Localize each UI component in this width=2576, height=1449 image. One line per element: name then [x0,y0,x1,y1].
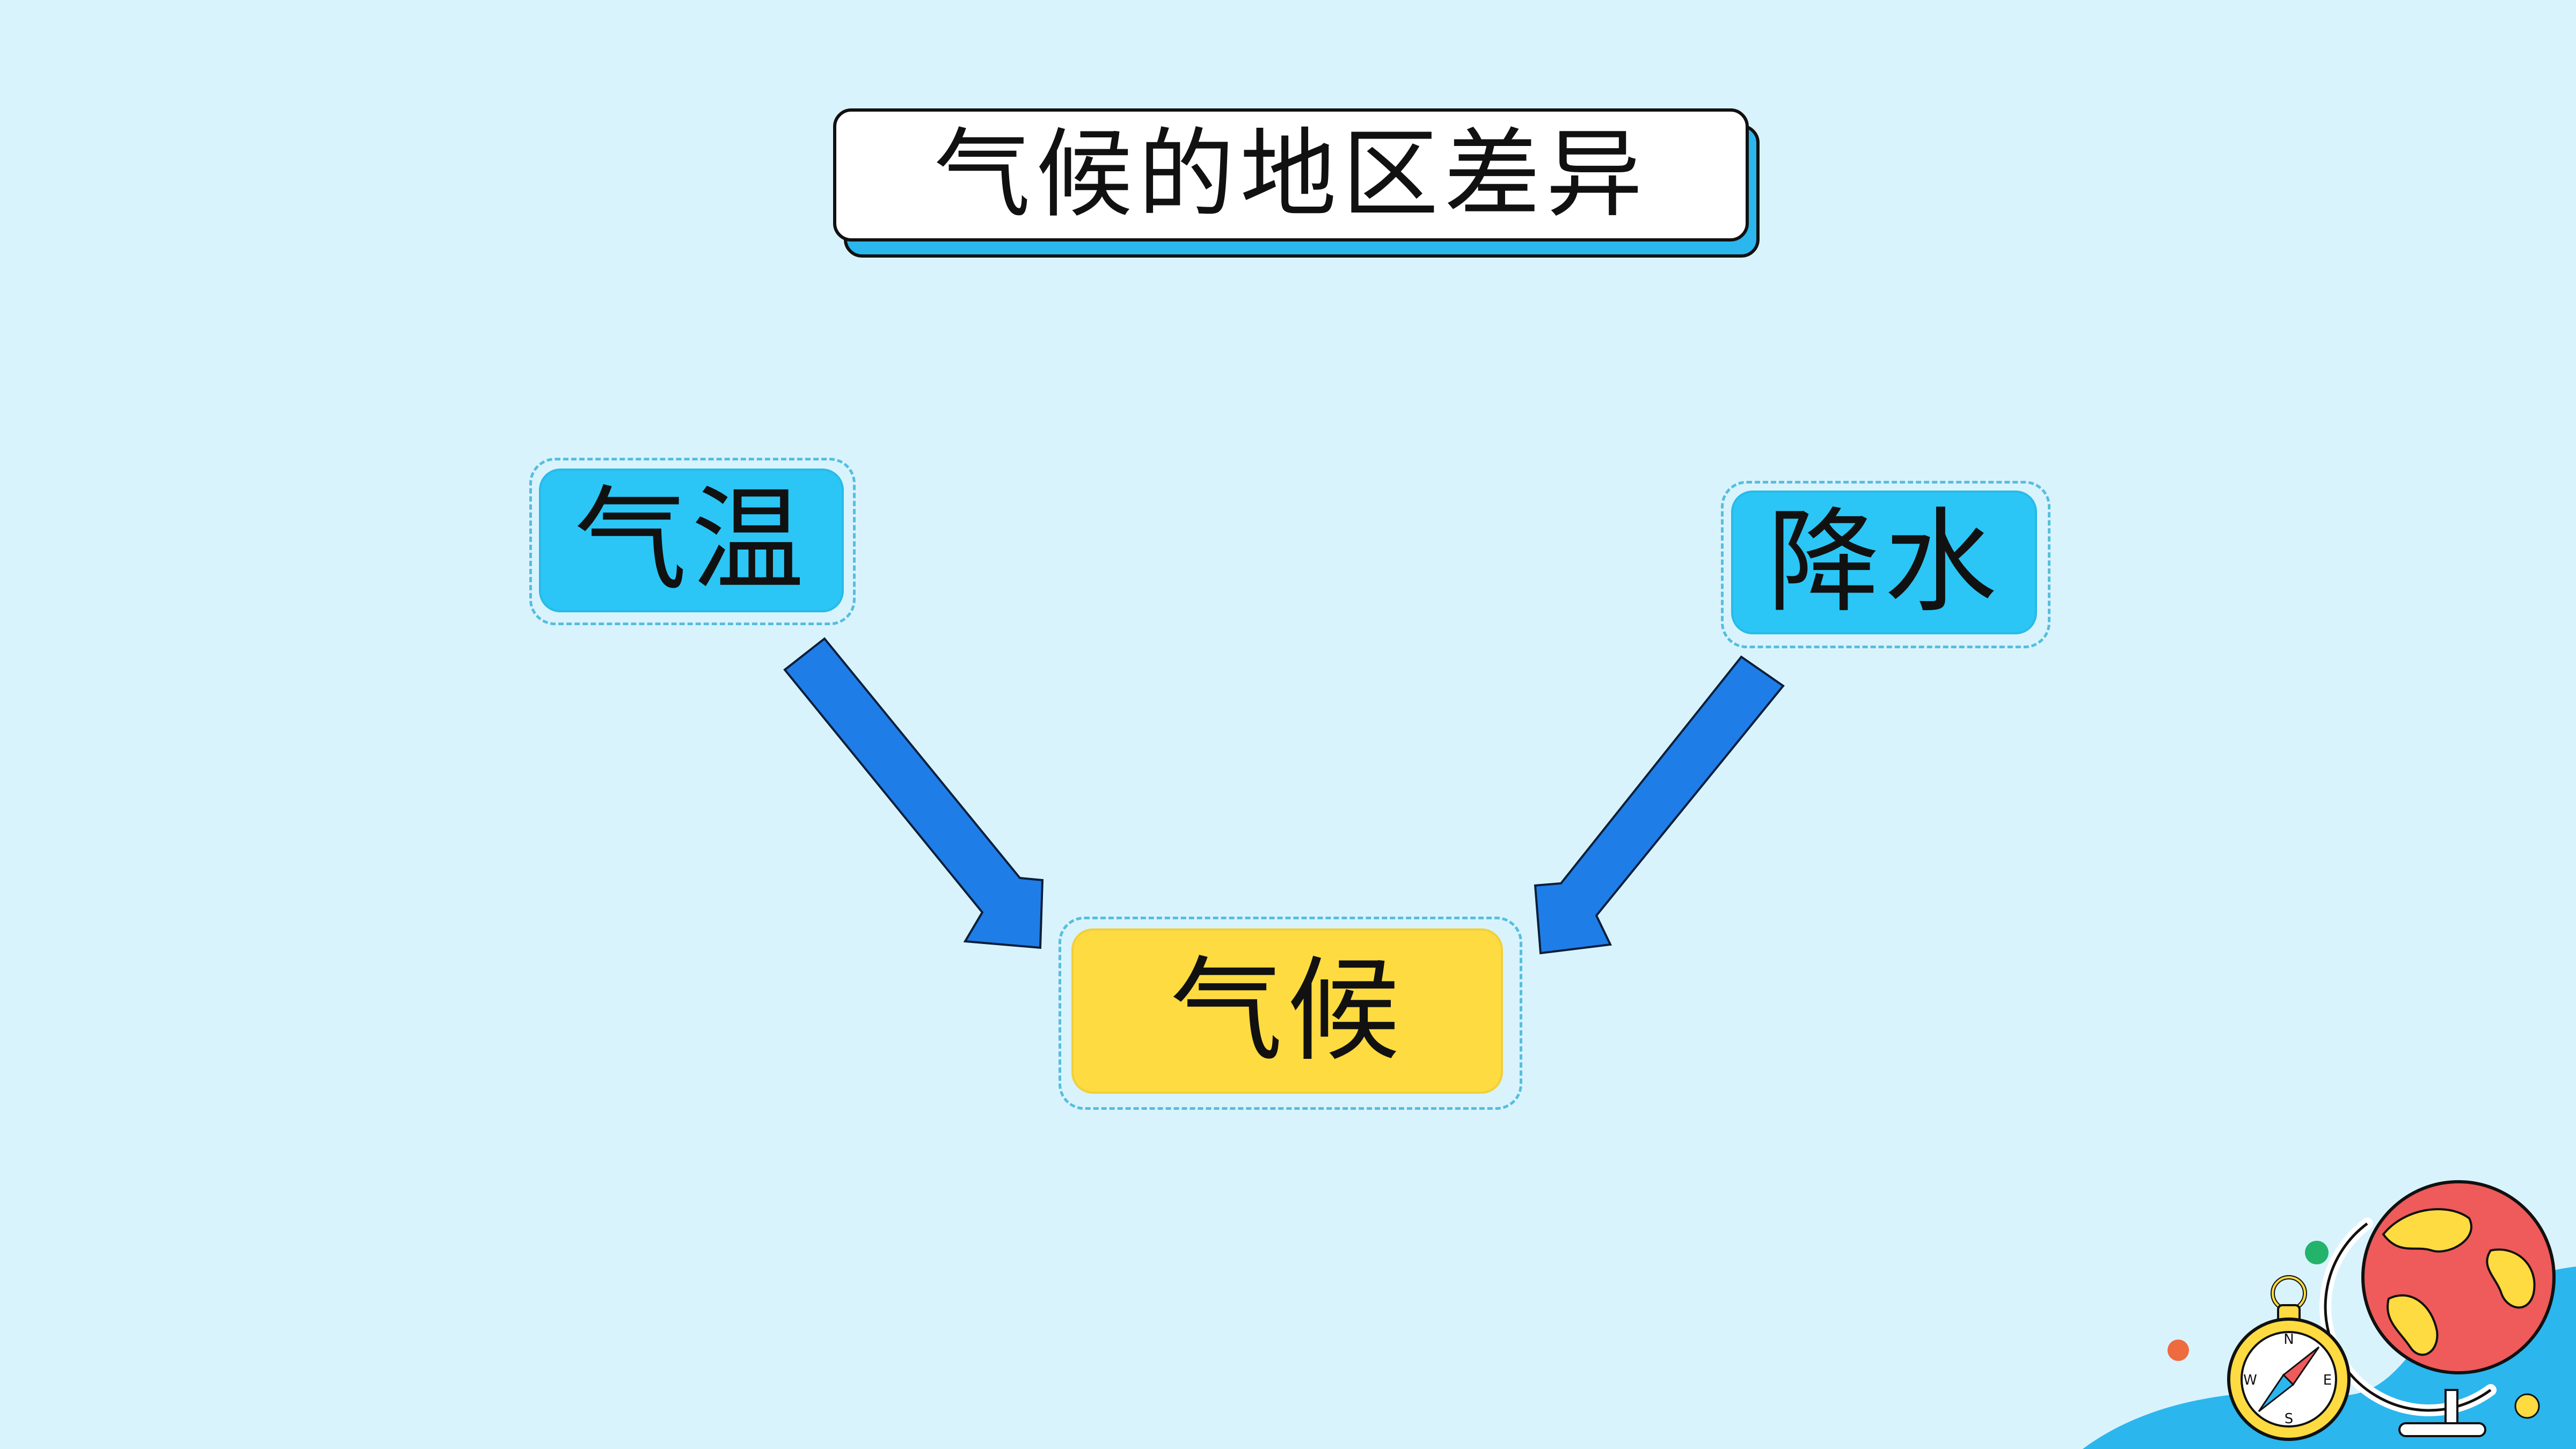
precipitation-label: 降水 [1767,496,2001,628]
dot-orange [2168,1340,2189,1361]
dot-yellow [2514,1393,2540,1419]
title-box: 气候的地区差异 [833,108,1749,241]
climate-node: 气候 [1071,928,1503,1094]
compass-letter-n: N [2283,1331,2294,1348]
globe-icon [2319,1180,2556,1437]
arrow-temperature-to-climate [783,637,1044,949]
climate-label: 气候 [1170,945,1404,1077]
precipitation-node-frame [1721,481,2050,648]
climate-node-frame [1059,917,1522,1110]
precipitation-node: 降水 [1731,491,2037,634]
temperature-node: 气温 [539,469,844,612]
compass-icon: N E S W [2227,1275,2351,1441]
compass-letter-w: W [2243,1372,2257,1388]
page-title: 气候的地区差异 [933,119,1648,231]
arrow-precipitation-to-climate [1534,655,1785,955]
compass-letter-s: S [2285,1411,2294,1427]
dot-green [2305,1241,2329,1264]
temperature-label: 气温 [574,474,808,606]
temperature-node-frame [529,458,856,625]
compass-letter-e: E [2323,1372,2332,1388]
